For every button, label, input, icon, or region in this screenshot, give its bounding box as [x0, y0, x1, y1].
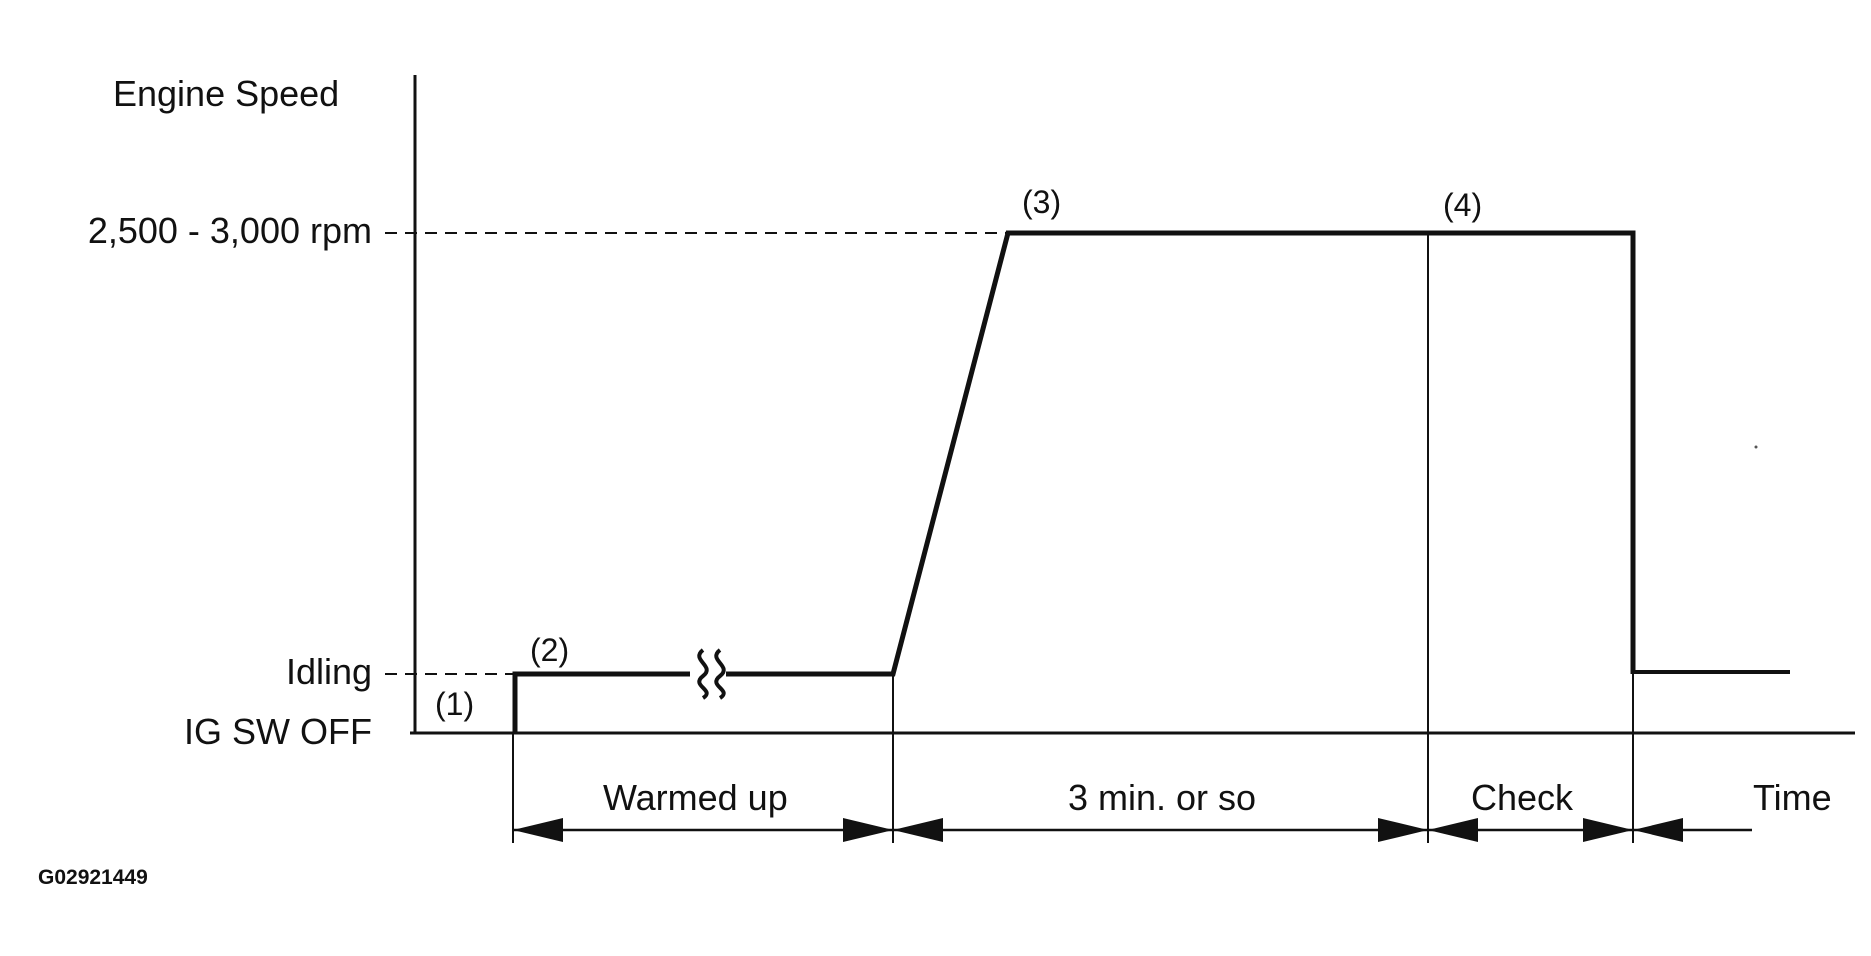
step-label-1: (1)	[435, 686, 475, 722]
arrowheads	[513, 818, 1683, 842]
phase-label-warmed-up: Warmed up	[603, 777, 788, 818]
figure-id: G02921449	[38, 866, 148, 889]
phase-label-time: Time	[1753, 777, 1832, 818]
step-label-4: (4)	[1443, 187, 1483, 223]
step-label-2: (2)	[530, 632, 570, 668]
phase-label-three-min: 3 min. or so	[1068, 777, 1257, 818]
step-label-3: (3)	[1022, 184, 1062, 220]
y-axis-title: Engine Speed	[113, 73, 340, 114]
level-label-off: IG SW OFF	[184, 711, 372, 752]
phase-label-check: Check	[1471, 777, 1574, 818]
level-label-idle: Idling	[285, 651, 372, 692]
engine-speed-trace	[512, 230, 1636, 733]
level-label-high: 2,500 - 3,000 rpm	[87, 210, 372, 251]
break-symbol	[690, 648, 726, 700]
